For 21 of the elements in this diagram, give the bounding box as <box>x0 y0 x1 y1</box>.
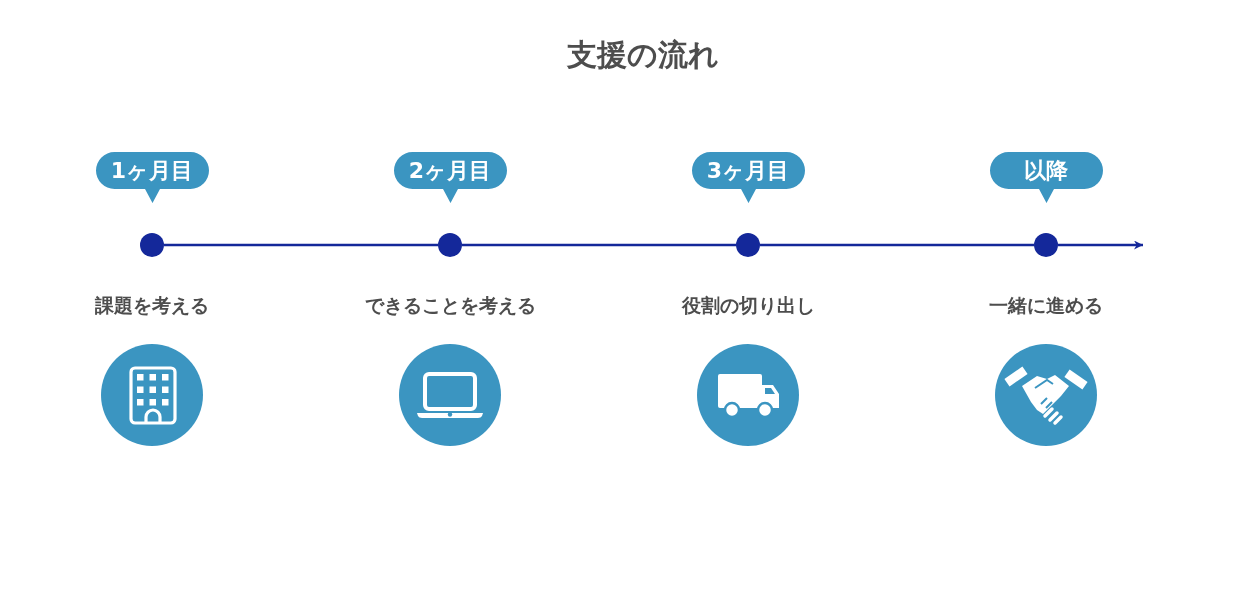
timeline-dot <box>736 233 760 257</box>
step-caption: できることを考える <box>364 294 536 316</box>
speech-bubble: 1ヶ月目 <box>95 152 209 203</box>
building-icon <box>101 344 203 446</box>
speech-bubble: 以降 <box>989 152 1103 203</box>
speech-bubble: 2ヶ月目 <box>393 152 507 203</box>
timeline-dot <box>1034 233 1058 257</box>
timeline-dot <box>438 233 462 257</box>
timeline-line <box>462 243 736 247</box>
step-caption: 役割の切り出し <box>681 294 815 316</box>
timeline-arrow <box>1058 240 1143 250</box>
timeline-line <box>164 243 438 247</box>
truck-icon <box>697 344 799 446</box>
laptop-icon <box>399 344 501 446</box>
handshake-icon <box>995 344 1097 446</box>
step-caption: 一緒に進める <box>989 294 1103 316</box>
timeline-dot <box>140 233 164 257</box>
timeline-line <box>760 243 1034 247</box>
speech-bubble: 3ヶ月目 <box>691 152 805 203</box>
title: 支援の流れ <box>567 36 719 74</box>
step-caption: 課題を考える <box>95 294 209 316</box>
